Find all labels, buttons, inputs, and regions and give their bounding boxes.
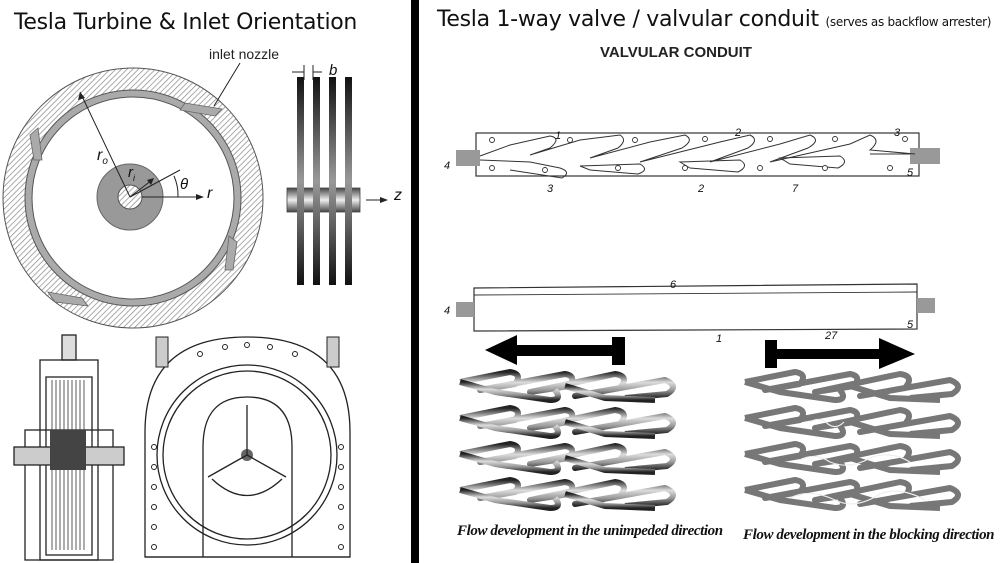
inlet-nozzle-shape bbox=[224, 235, 238, 271]
inlet-nozzle-leader-line bbox=[213, 62, 241, 107]
callout-label: 1 bbox=[555, 130, 562, 142]
callout-label: 5 bbox=[907, 167, 914, 179]
r-inner-label: ri bbox=[128, 164, 135, 183]
disk bbox=[345, 77, 352, 285]
turbine-patent-section-drawing bbox=[13, 334, 125, 561]
unimpeded-flow-simulation bbox=[455, 369, 695, 520]
theta-label: θ bbox=[180, 176, 189, 193]
callout-label: 6 bbox=[670, 279, 677, 291]
callout-label: 2 bbox=[735, 127, 742, 139]
valvular-conduit-side-drawing bbox=[456, 283, 935, 332]
inlet-nozzle-shape bbox=[47, 291, 89, 307]
disk-stack-side-view bbox=[286, 65, 388, 285]
callout-label: 1 bbox=[716, 333, 723, 345]
right-panel-title-note: (serves as backflow arrester) bbox=[825, 15, 992, 29]
valvular-conduit-heading: VALVULAR CONDUIT bbox=[600, 44, 752, 61]
valvular-conduit-plan-drawing bbox=[456, 132, 940, 179]
callout-label: 3 bbox=[547, 183, 554, 195]
left-panel-title: Tesla Turbine & Inlet Orientation bbox=[14, 10, 358, 35]
callout-label: 4 bbox=[444, 305, 451, 317]
callout-label: 3 bbox=[894, 127, 901, 139]
inlet-nozzle-shape bbox=[179, 102, 223, 117]
right-panel-title-text: Tesla 1-way valve / valvular conduit bbox=[437, 7, 819, 32]
turbine-cross-section-diagram bbox=[2, 67, 264, 329]
blocking-flow-simulation bbox=[740, 369, 980, 520]
right-panel-title: Tesla 1-way valve / valvular conduit (se… bbox=[437, 7, 991, 32]
disk bbox=[329, 77, 336, 285]
callout-label: 27 bbox=[825, 330, 838, 342]
unimpeded-direction-arrow bbox=[485, 335, 625, 365]
r-axis-label: r bbox=[207, 185, 213, 202]
turbine-patent-front-drawing bbox=[144, 336, 351, 558]
disk bbox=[297, 77, 304, 285]
callout-label: 4 bbox=[444, 160, 451, 172]
inlet-nozzle-shape bbox=[29, 127, 43, 161]
gap-b-label: b bbox=[329, 62, 338, 79]
blocking-direction-arrow bbox=[765, 338, 915, 369]
inlet-nozzle-label: inlet nozzle bbox=[209, 46, 280, 62]
disk bbox=[313, 77, 320, 285]
caption-unimpeded: Flow development in the unimpeded direct… bbox=[457, 523, 723, 539]
callout-label: 5 bbox=[907, 319, 914, 331]
panel-divider bbox=[411, 0, 419, 563]
caption-blocking: Flow development in the blocking directi… bbox=[743, 527, 995, 543]
r-outer-label: ro bbox=[97, 147, 108, 168]
callout-label: 7 bbox=[792, 183, 799, 195]
z-axis-label: z bbox=[394, 187, 402, 204]
callout-label: 2 bbox=[698, 183, 705, 195]
